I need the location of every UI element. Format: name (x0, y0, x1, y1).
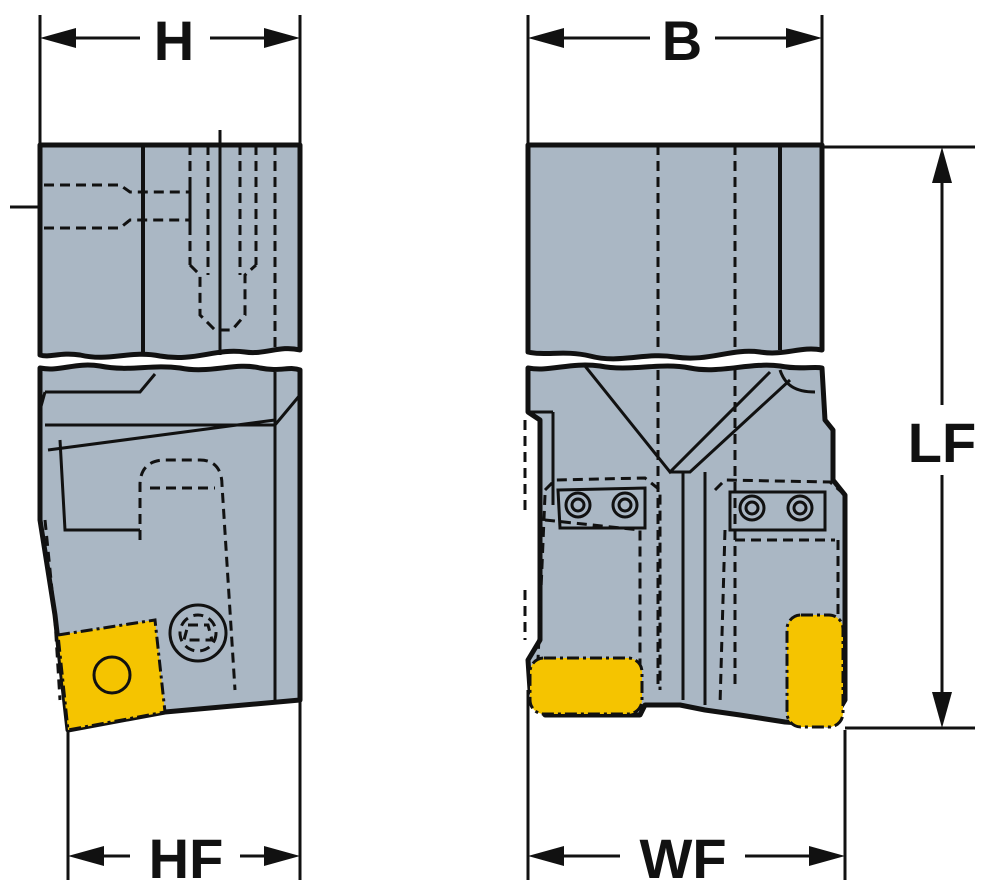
dimension-hf: HF (66, 700, 302, 890)
dimension-hf-label: HF (149, 827, 224, 890)
dimension-h-label: H (154, 9, 194, 72)
dimension-h: H (38, 9, 302, 145)
front-view-head (525, 362, 848, 728)
side-insert (56, 618, 167, 732)
dimension-b: B (526, 9, 824, 145)
dimension-wf: WF (526, 690, 847, 890)
insert-hole-icon (92, 655, 132, 695)
dimension-wf-label: WF (639, 827, 726, 890)
side-view (10, 130, 303, 733)
side-view-shank (37, 142, 303, 361)
dimension-lf-label: LF (908, 411, 976, 474)
front-view (523, 142, 848, 729)
front-insert-right (785, 613, 845, 729)
dimension-b-label: B (662, 9, 702, 72)
front-insert-left (528, 656, 644, 716)
dimension-lf: LF (822, 145, 976, 730)
front-view-shank (525, 142, 825, 362)
